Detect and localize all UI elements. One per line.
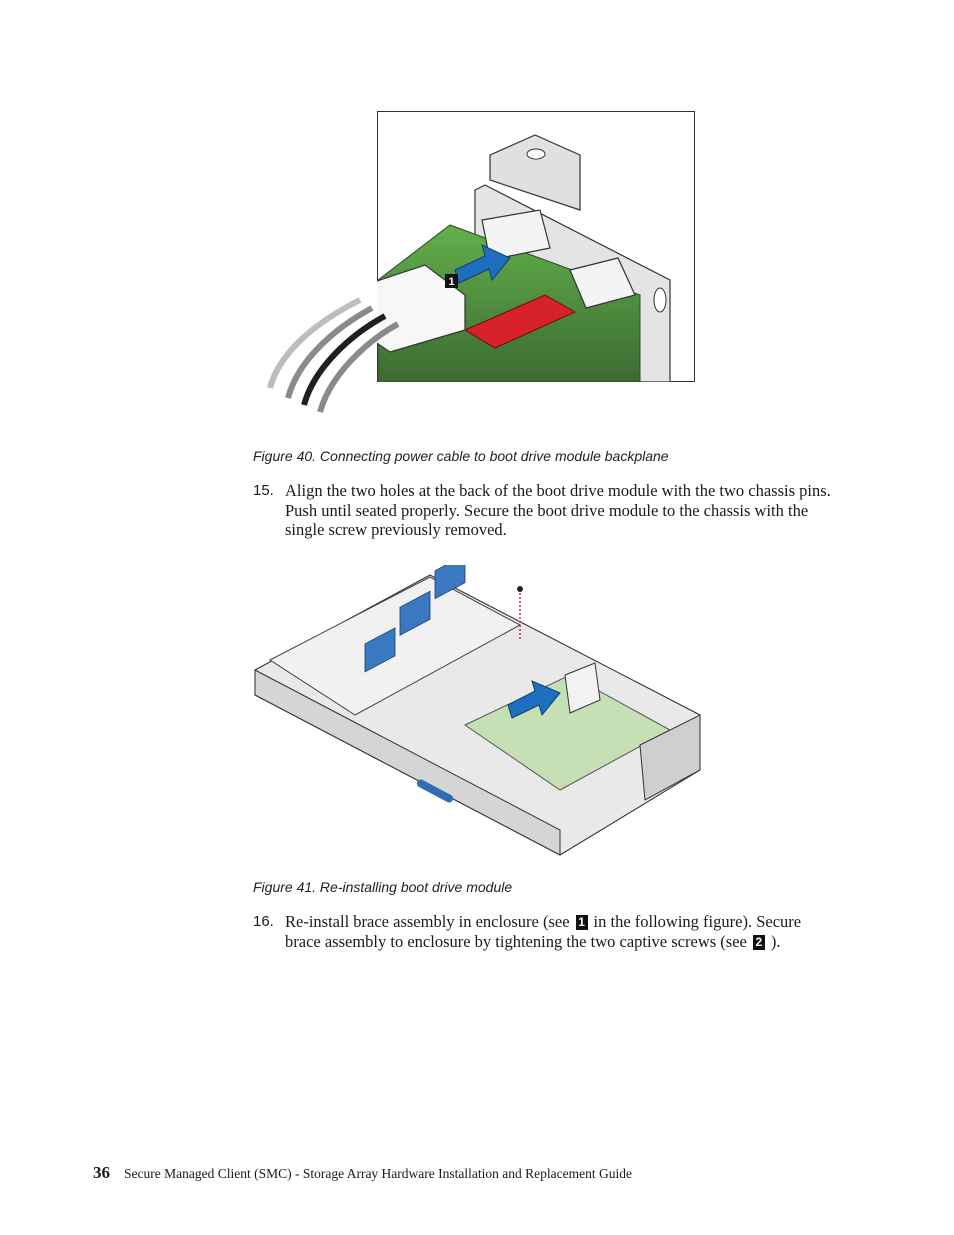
fan-row xyxy=(364,565,466,673)
red-latch xyxy=(463,294,577,349)
blue-arrow-icon xyxy=(454,244,511,284)
step-text-part: in the following figure). Secure brace a… xyxy=(285,912,802,951)
figure-41-illustration xyxy=(254,565,701,856)
figure-40-caption: Figure 40. Connecting power cable to boo… xyxy=(253,448,669,464)
figure-40-callout: 1 xyxy=(448,276,454,288)
callout-1: 1 xyxy=(575,915,588,930)
step-number: 16. xyxy=(253,913,274,930)
blue-arrow-icon xyxy=(507,680,561,719)
step-text: Align the two holes at the back of the b… xyxy=(285,481,831,539)
document-title: Secure Managed Client (SMC) - Storage Ar… xyxy=(124,1166,632,1181)
step-15: 15. Align the two holes at the back of t… xyxy=(253,481,838,541)
page-footer: 36 Secure Managed Client (SMC) - Storage… xyxy=(93,1163,632,1183)
step-number: 15. xyxy=(253,482,274,499)
callout-2: 2 xyxy=(752,934,765,950)
step-text: Re-install brace assembly in enclosure (… xyxy=(285,912,838,951)
figure-40-illustration: 1 xyxy=(267,134,671,413)
page-number: 36 xyxy=(93,1163,110,1182)
step-text-part: ). xyxy=(770,931,781,951)
step-text-part: Re-install brace assembly in enclosure (… xyxy=(285,912,570,931)
step-16: 16. Re-install brace assembly in enclosu… xyxy=(253,912,838,952)
figure-41-caption: Figure 41. Re-installing boot drive modu… xyxy=(253,879,513,895)
